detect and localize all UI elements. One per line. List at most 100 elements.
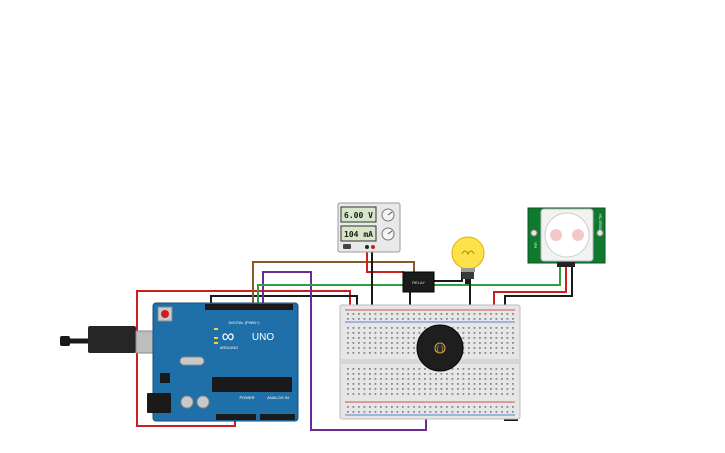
power-jack[interactable] bbox=[147, 393, 171, 413]
breadboard-hole[interactable] bbox=[501, 352, 503, 354]
breadboard-hole[interactable] bbox=[347, 352, 349, 354]
breadboard-hole[interactable] bbox=[369, 327, 371, 329]
wire-red-pir[interactable] bbox=[493, 266, 567, 314]
breadboard-hole[interactable] bbox=[462, 388, 465, 390]
breadboard-hole[interactable] bbox=[490, 383, 492, 385]
breadboard-hole[interactable] bbox=[440, 411, 443, 413]
breadboard-hole[interactable] bbox=[462, 411, 465, 413]
breadboard-hole[interactable] bbox=[506, 313, 509, 315]
breadboard-hole[interactable] bbox=[407, 327, 410, 329]
breadboard-hole[interactable] bbox=[407, 393, 410, 395]
breadboard-hole[interactable] bbox=[358, 373, 360, 375]
breadboard-hole[interactable] bbox=[462, 318, 465, 320]
breadboard-hole[interactable] bbox=[468, 388, 470, 390]
breadboard-hole[interactable] bbox=[385, 327, 388, 329]
breadboard-hole[interactable] bbox=[495, 393, 498, 395]
breadboard-hole[interactable] bbox=[363, 378, 366, 380]
breadboard-hole[interactable] bbox=[358, 388, 360, 390]
breadboard-hole[interactable] bbox=[506, 318, 509, 320]
breadboard-hole[interactable] bbox=[407, 318, 410, 320]
breadboard-hole[interactable] bbox=[468, 406, 470, 408]
breadboard-hole[interactable] bbox=[435, 406, 437, 408]
breadboard-hole[interactable] bbox=[473, 383, 476, 385]
breadboard-hole[interactable] bbox=[352, 373, 355, 375]
breadboard-hole[interactable] bbox=[495, 373, 498, 375]
breadboard-hole[interactable] bbox=[374, 368, 377, 370]
breadboard-hole[interactable] bbox=[418, 378, 421, 380]
breadboard-hole[interactable] bbox=[506, 342, 509, 344]
breadboard-hole[interactable] bbox=[363, 342, 366, 344]
breadboard-hole[interactable] bbox=[468, 368, 470, 370]
breadboard-hole[interactable] bbox=[490, 337, 492, 339]
breadboard-hole[interactable] bbox=[429, 378, 432, 380]
breadboard-hole[interactable] bbox=[440, 373, 443, 375]
breadboard-hole[interactable] bbox=[369, 313, 371, 315]
breadboard-hole[interactable] bbox=[352, 318, 355, 320]
breadboard-hole[interactable] bbox=[358, 347, 360, 349]
breadboard-hole[interactable] bbox=[385, 352, 388, 354]
breadboard-hole[interactable] bbox=[495, 337, 498, 339]
breadboard-hole[interactable] bbox=[440, 393, 443, 395]
breadboard-hole[interactable] bbox=[479, 332, 481, 334]
breadboard-hole[interactable] bbox=[374, 332, 377, 334]
breadboard-hole[interactable] bbox=[429, 406, 432, 408]
breadboard-hole[interactable] bbox=[413, 313, 415, 315]
breadboard-hole[interactable] bbox=[501, 368, 503, 370]
breadboard-hole[interactable] bbox=[484, 327, 487, 329]
breadboard-hole[interactable] bbox=[506, 406, 509, 408]
breadboard-hole[interactable] bbox=[402, 368, 404, 370]
breadboard-hole[interactable] bbox=[358, 383, 360, 385]
breadboard-hole[interactable] bbox=[418, 393, 421, 395]
breadboard-hole[interactable] bbox=[473, 313, 476, 315]
breadboard-hole[interactable] bbox=[484, 368, 487, 370]
breadboard-hole[interactable] bbox=[512, 411, 514, 413]
breadboard-hole[interactable] bbox=[462, 383, 465, 385]
breadboard-hole[interactable] bbox=[484, 388, 487, 390]
breadboard-hole[interactable] bbox=[479, 318, 481, 320]
breadboard-hole[interactable] bbox=[407, 352, 410, 354]
breadboard-hole[interactable] bbox=[374, 393, 377, 395]
breadboard-hole[interactable] bbox=[512, 406, 514, 408]
breadboard-hole[interactable] bbox=[347, 383, 349, 385]
breadboard-hole[interactable] bbox=[457, 327, 459, 329]
pir-pot-left[interactable] bbox=[530, 229, 538, 237]
breadboard-hole[interactable] bbox=[462, 337, 465, 339]
breadboard-hole[interactable] bbox=[468, 383, 470, 385]
breadboard-hole[interactable] bbox=[402, 393, 404, 395]
wire-purple-buzzer[interactable] bbox=[262, 271, 427, 431]
breadboard-hole[interactable] bbox=[468, 373, 470, 375]
breadboard-hole[interactable] bbox=[501, 313, 503, 315]
breadboard-hole[interactable] bbox=[446, 411, 448, 413]
breadboard-hole[interactable] bbox=[479, 393, 481, 395]
breadboard-hole[interactable] bbox=[506, 337, 509, 339]
breadboard-hole[interactable] bbox=[380, 406, 382, 408]
breadboard-hole[interactable] bbox=[462, 352, 465, 354]
breadboard-hole[interactable] bbox=[451, 411, 454, 413]
breadboard-hole[interactable] bbox=[435, 378, 437, 380]
breadboard-hole[interactable] bbox=[490, 313, 492, 315]
arduino-uno[interactable]: DIGITAL (PWM~) ∞ UNO ARDUINO POWER ANALO… bbox=[60, 302, 299, 422]
breadboard-hole[interactable] bbox=[363, 347, 366, 349]
breadboard-hole[interactable] bbox=[385, 337, 388, 339]
breadboard-hole[interactable] bbox=[484, 342, 487, 344]
breadboard-hole[interactable] bbox=[473, 388, 476, 390]
breadboard-hole[interactable] bbox=[451, 327, 454, 329]
breadboard-hole[interactable] bbox=[457, 318, 459, 320]
breadboard-hole[interactable] bbox=[495, 411, 498, 413]
breadboard-hole[interactable] bbox=[374, 313, 377, 315]
breadboard-hole[interactable] bbox=[352, 378, 355, 380]
breadboard-hole[interactable] bbox=[468, 313, 470, 315]
breadboard-hole[interactable] bbox=[490, 378, 492, 380]
breadboard-hole[interactable] bbox=[424, 318, 426, 320]
breadboard-hole[interactable] bbox=[424, 411, 426, 413]
breadboard-hole[interactable] bbox=[385, 411, 388, 413]
breadboard-hole[interactable] bbox=[512, 378, 514, 380]
breadboard-hole[interactable] bbox=[385, 378, 388, 380]
breadboard-hole[interactable] bbox=[358, 342, 360, 344]
wire-red-5v[interactable] bbox=[136, 290, 351, 427]
breadboard-hole[interactable] bbox=[484, 337, 487, 339]
breadboard-hole[interactable] bbox=[429, 388, 432, 390]
breadboard-hole[interactable] bbox=[396, 327, 399, 329]
breadboard-hole[interactable] bbox=[479, 342, 481, 344]
